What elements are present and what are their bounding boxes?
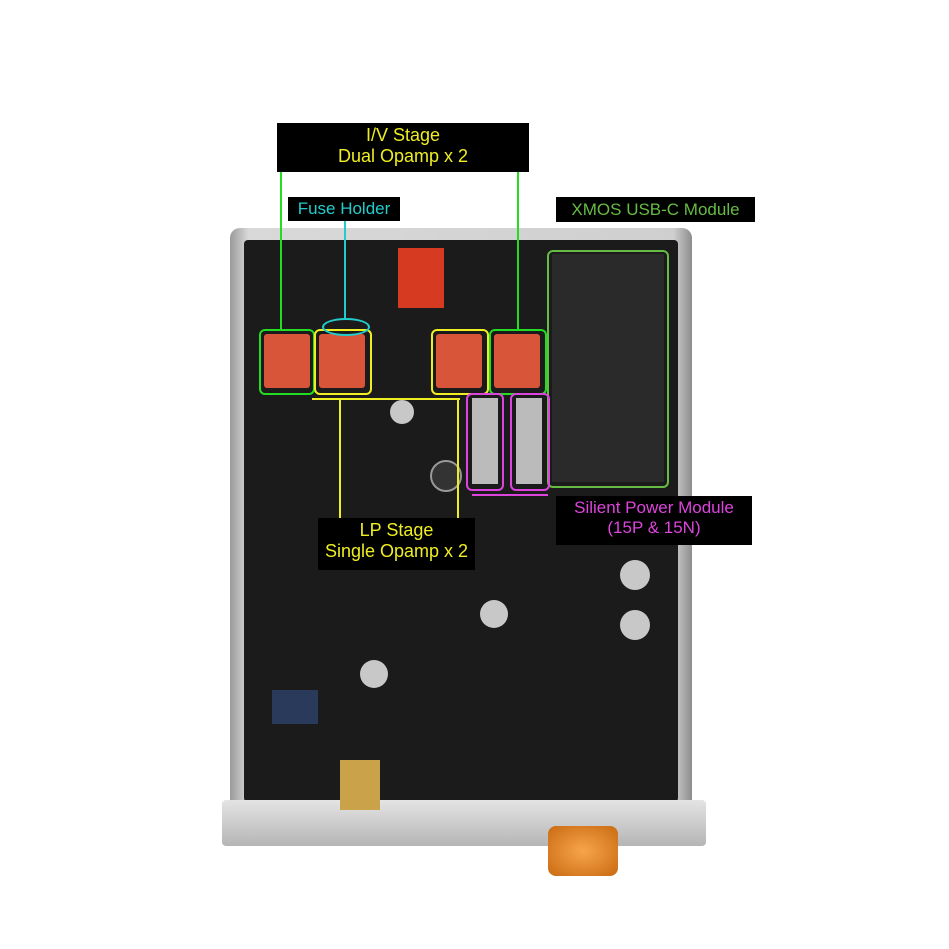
- fuse-pointer-line: [344, 220, 346, 318]
- chip: [272, 690, 318, 724]
- iv-stage-label: I/V Stage Dual Opamp x 2: [277, 123, 529, 172]
- iv-opamp-2: [494, 334, 540, 388]
- power-pointer-arrow: [472, 494, 548, 496]
- lp-opamp-1: [319, 334, 365, 388]
- lp-opamp-2: [436, 334, 482, 388]
- lp-pointer-line: [312, 398, 460, 400]
- iv-stage-title: I/V Stage: [365, 125, 441, 145]
- iv-opamp-1: [264, 334, 310, 388]
- iv-stage-highlight-2: [489, 329, 547, 395]
- power-module-2: [516, 398, 542, 484]
- xmos-label: XMOS USB-C Module: [556, 197, 755, 222]
- power-module-1: [472, 398, 498, 484]
- front-panel: [222, 800, 706, 846]
- xmos-board: [552, 254, 664, 482]
- lp-stage-highlight-2: [431, 329, 489, 395]
- iv-pointer-line: [517, 170, 519, 330]
- capacitor: [620, 610, 650, 640]
- power-connector: [398, 248, 444, 308]
- iv-stage-subtitle: Dual Opamp x 2: [337, 145, 469, 166]
- lp-pointer-line: [339, 400, 341, 518]
- fuse-holder-label: Fuse Holder: [288, 197, 400, 221]
- lp-stage-label: LP Stage Single Opamp x 2: [318, 518, 475, 570]
- power-module-label: Silient Power Module (15P & 15N): [556, 496, 752, 545]
- fuse-holder-highlight: [322, 318, 370, 336]
- headphone-jack: [340, 760, 380, 810]
- lp-stage-highlight-1: [314, 329, 372, 395]
- capacitor: [480, 600, 508, 628]
- iv-stage-highlight-1: [259, 329, 315, 395]
- capacitor: [430, 460, 462, 492]
- capacitor: [620, 560, 650, 590]
- volume-knob: [548, 826, 618, 876]
- capacitor: [390, 400, 414, 424]
- power-module-subtitle: (15P & 15N): [607, 517, 701, 537]
- lp-pointer-line: [457, 400, 459, 518]
- iv-pointer-line: [280, 170, 282, 330]
- lp-stage-subtitle: Single Opamp x 2: [324, 540, 469, 561]
- power-module-title: Silient Power Module: [574, 498, 734, 517]
- lp-stage-title: LP Stage: [359, 520, 434, 540]
- xmos-highlight: [547, 250, 669, 488]
- power-module-highlight-2: [510, 393, 550, 491]
- power-module-highlight-1: [466, 393, 504, 491]
- capacitor: [360, 660, 388, 688]
